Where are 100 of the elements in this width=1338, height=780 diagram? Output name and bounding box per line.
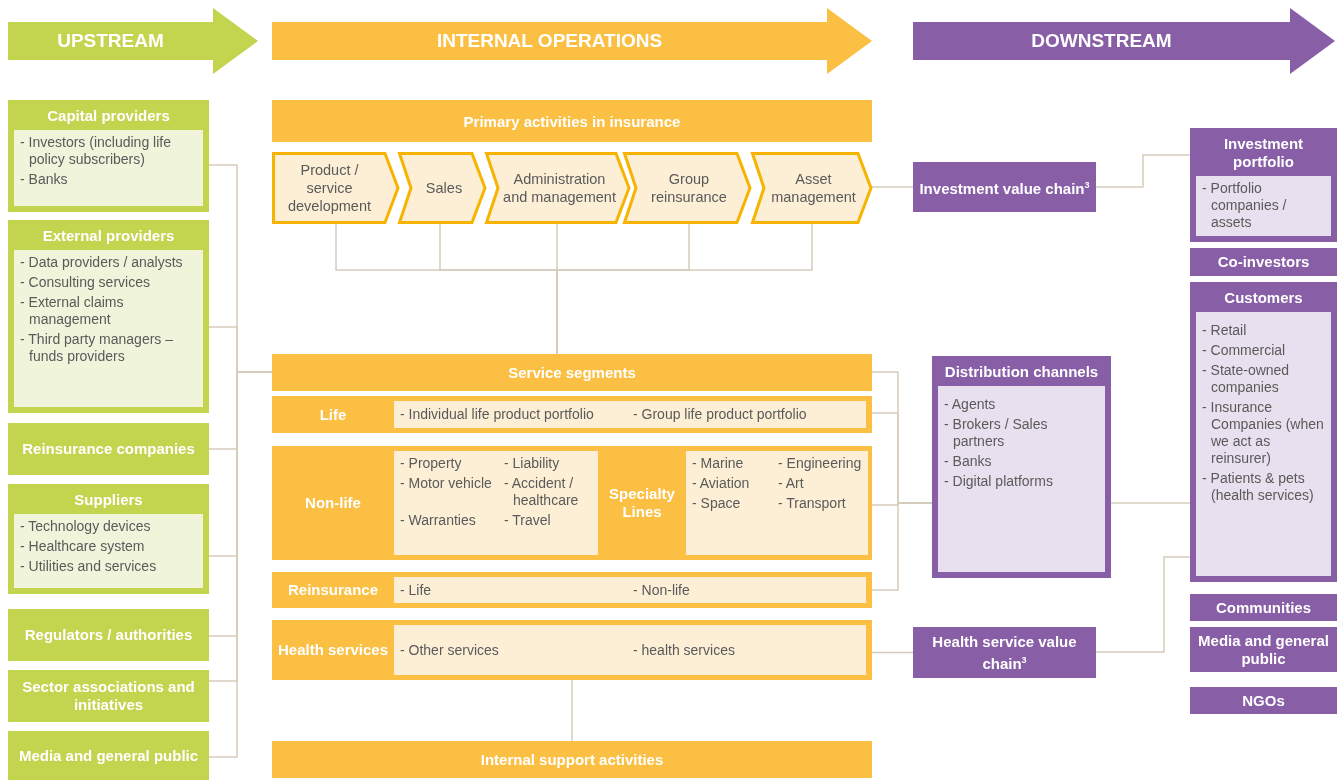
list-item: - Retail <box>1202 322 1248 339</box>
list-item: - Life <box>400 581 433 599</box>
list-item: - External claims management <box>20 294 125 328</box>
box-heading: Investment portfolio <box>1222 134 1305 172</box>
segment-heading: Specialty Lines <box>608 485 676 521</box>
bar-label: Service segments <box>508 364 636 381</box>
box-heading: External providers <box>41 226 176 246</box>
list-item: - Individual life product portfolio <box>400 406 595 423</box>
list-item: - State-owned companies <box>1202 362 1291 396</box>
list-item: - Marine <box>692 455 745 472</box>
segment-heading: Life <box>319 405 347 424</box>
banner-label: INTERNAL OPERATIONS <box>435 29 664 53</box>
box-heading: Communities <box>1215 598 1312 617</box>
stakeholder-box <box>1190 687 1337 714</box>
segment-heading: Non-life <box>305 494 361 512</box>
segment-row <box>272 396 872 433</box>
section-bar <box>272 741 872 778</box>
segment-heading: Reinsurance <box>287 581 378 599</box>
list-item: - Patients & pets (health services) <box>1202 470 1315 504</box>
list-item: - Banks <box>944 453 993 470</box>
list-item: - Agents <box>944 396 997 413</box>
list-item: - Banks <box>20 171 69 188</box>
list-item: - Group life product portfolio <box>633 406 808 423</box>
box-heading: Capital providers <box>46 106 171 126</box>
box-heading: Reinsurance companies <box>21 440 196 458</box>
list-item: - Portfolio companies / assets <box>1202 180 1288 231</box>
step-label: Group reinsurance <box>650 170 728 206</box>
list-item: - Utilities and services <box>20 558 158 575</box>
column-header-banner <box>272 8 872 74</box>
list-item: - Accident / healthcare <box>504 475 580 509</box>
banner-label: UPSTREAM <box>56 29 165 53</box>
connector-line <box>1110 502 1191 504</box>
stakeholder-box <box>8 220 209 413</box>
list-item: - Liability <box>504 455 561 472</box>
list-item: - Transport <box>778 495 847 512</box>
box-heading: Customers <box>1223 288 1304 308</box>
chevron-step <box>398 152 486 224</box>
stakeholder-box <box>1190 627 1337 672</box>
segment-row <box>272 620 872 680</box>
step-label: Asset management <box>770 170 857 206</box>
connector-line <box>571 679 573 742</box>
list-item: - Space <box>692 495 742 512</box>
list-item: - Insurance Companies (when we act as reinsurer) <box>1202 399 1325 467</box>
step-label: Product / service development <box>287 161 372 215</box>
list-item: - Engineering <box>778 455 862 472</box>
stakeholder-box <box>932 356 1111 578</box>
box-heading: Health service value chain$^{3}$ <box>931 632 1078 673</box>
box-heading: Co-investors <box>1216 253 1311 271</box>
box-heading: Regulators / authorities <box>23 626 194 644</box>
list-item: - Travel <box>504 512 552 529</box>
list-item: - Data providers / analysts <box>20 254 184 271</box>
stakeholder-box <box>1190 282 1337 582</box>
column-header-banner <box>913 8 1335 74</box>
chevron-step <box>485 152 630 224</box>
segment-row <box>272 572 872 608</box>
box-heading: Distribution channels <box>943 362 1100 382</box>
stakeholder-box <box>8 670 209 722</box>
segment-heading: Health services <box>277 641 389 659</box>
stakeholder-box <box>8 423 209 475</box>
column-header-banner <box>8 8 258 74</box>
stakeholder-box <box>1190 248 1337 276</box>
box-heading: Media and general public <box>17 746 200 765</box>
step-label: Administration and management <box>502 170 617 206</box>
stakeholder-box <box>8 484 209 594</box>
list-item: - Investors (including life policy subscribers) <box>20 134 172 168</box>
stakeholder-box <box>8 100 209 212</box>
box-heading: NGOs <box>1241 691 1286 710</box>
box-heading: Suppliers <box>73 490 144 510</box>
section-bar <box>272 354 872 391</box>
list-item: - Consulting services <box>20 274 151 291</box>
connector-line <box>871 186 914 188</box>
stakeholder-box <box>913 627 1096 678</box>
list-item: - Technology devices <box>20 518 152 535</box>
list-item: - health services <box>633 641 736 659</box>
connector-line <box>871 502 933 591</box>
list-item: - Other services <box>400 641 500 659</box>
box-heading: Sector associations and initiatives <box>21 678 196 714</box>
bar-label: Internal support activities <box>480 751 664 768</box>
list-item: - Digital platforms <box>944 473 1054 490</box>
section-bar <box>272 100 872 142</box>
box-heading: Investment value chain$^{3}$ <box>919 179 1090 198</box>
chevron-step <box>751 152 872 224</box>
step-label: Sales <box>425 179 463 197</box>
list-item: - Third party managers – funds providers <box>20 331 175 365</box>
stakeholder-box <box>913 162 1096 212</box>
stakeholder-box <box>1190 594 1337 621</box>
banner-label: DOWNSTREAM <box>1030 29 1173 53</box>
list-item: - Commercial <box>1202 342 1287 359</box>
connector-line <box>871 651 914 654</box>
list-item: - Property <box>400 455 463 472</box>
list-item: - Aviation <box>692 475 751 492</box>
connector-line <box>1095 556 1191 653</box>
stakeholder-box <box>8 731 209 780</box>
list-item: - Non-life <box>633 581 691 599</box>
box-heading: Media and general public <box>1197 631 1330 668</box>
stakeholder-box <box>1190 128 1337 242</box>
list-item: - Brokers / Sales partners <box>944 416 1049 450</box>
list-item: - Motor vehicle <box>400 475 493 493</box>
stakeholder-box <box>8 609 209 661</box>
connector-line <box>1095 154 1191 188</box>
